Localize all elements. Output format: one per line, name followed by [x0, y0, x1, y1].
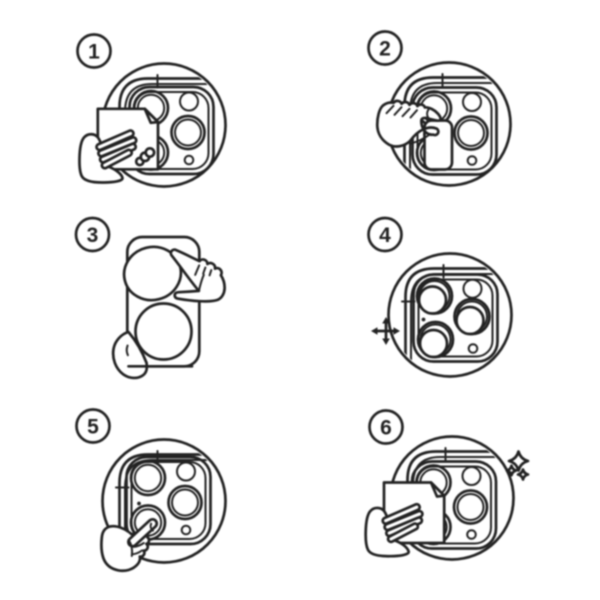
- svg-text:1: 1: [88, 41, 100, 64]
- svg-text:6: 6: [380, 417, 392, 440]
- svg-text:3: 3: [87, 224, 99, 247]
- svg-text:5: 5: [87, 416, 99, 439]
- svg-text:2: 2: [379, 38, 391, 61]
- svg-text:4: 4: [379, 224, 391, 247]
